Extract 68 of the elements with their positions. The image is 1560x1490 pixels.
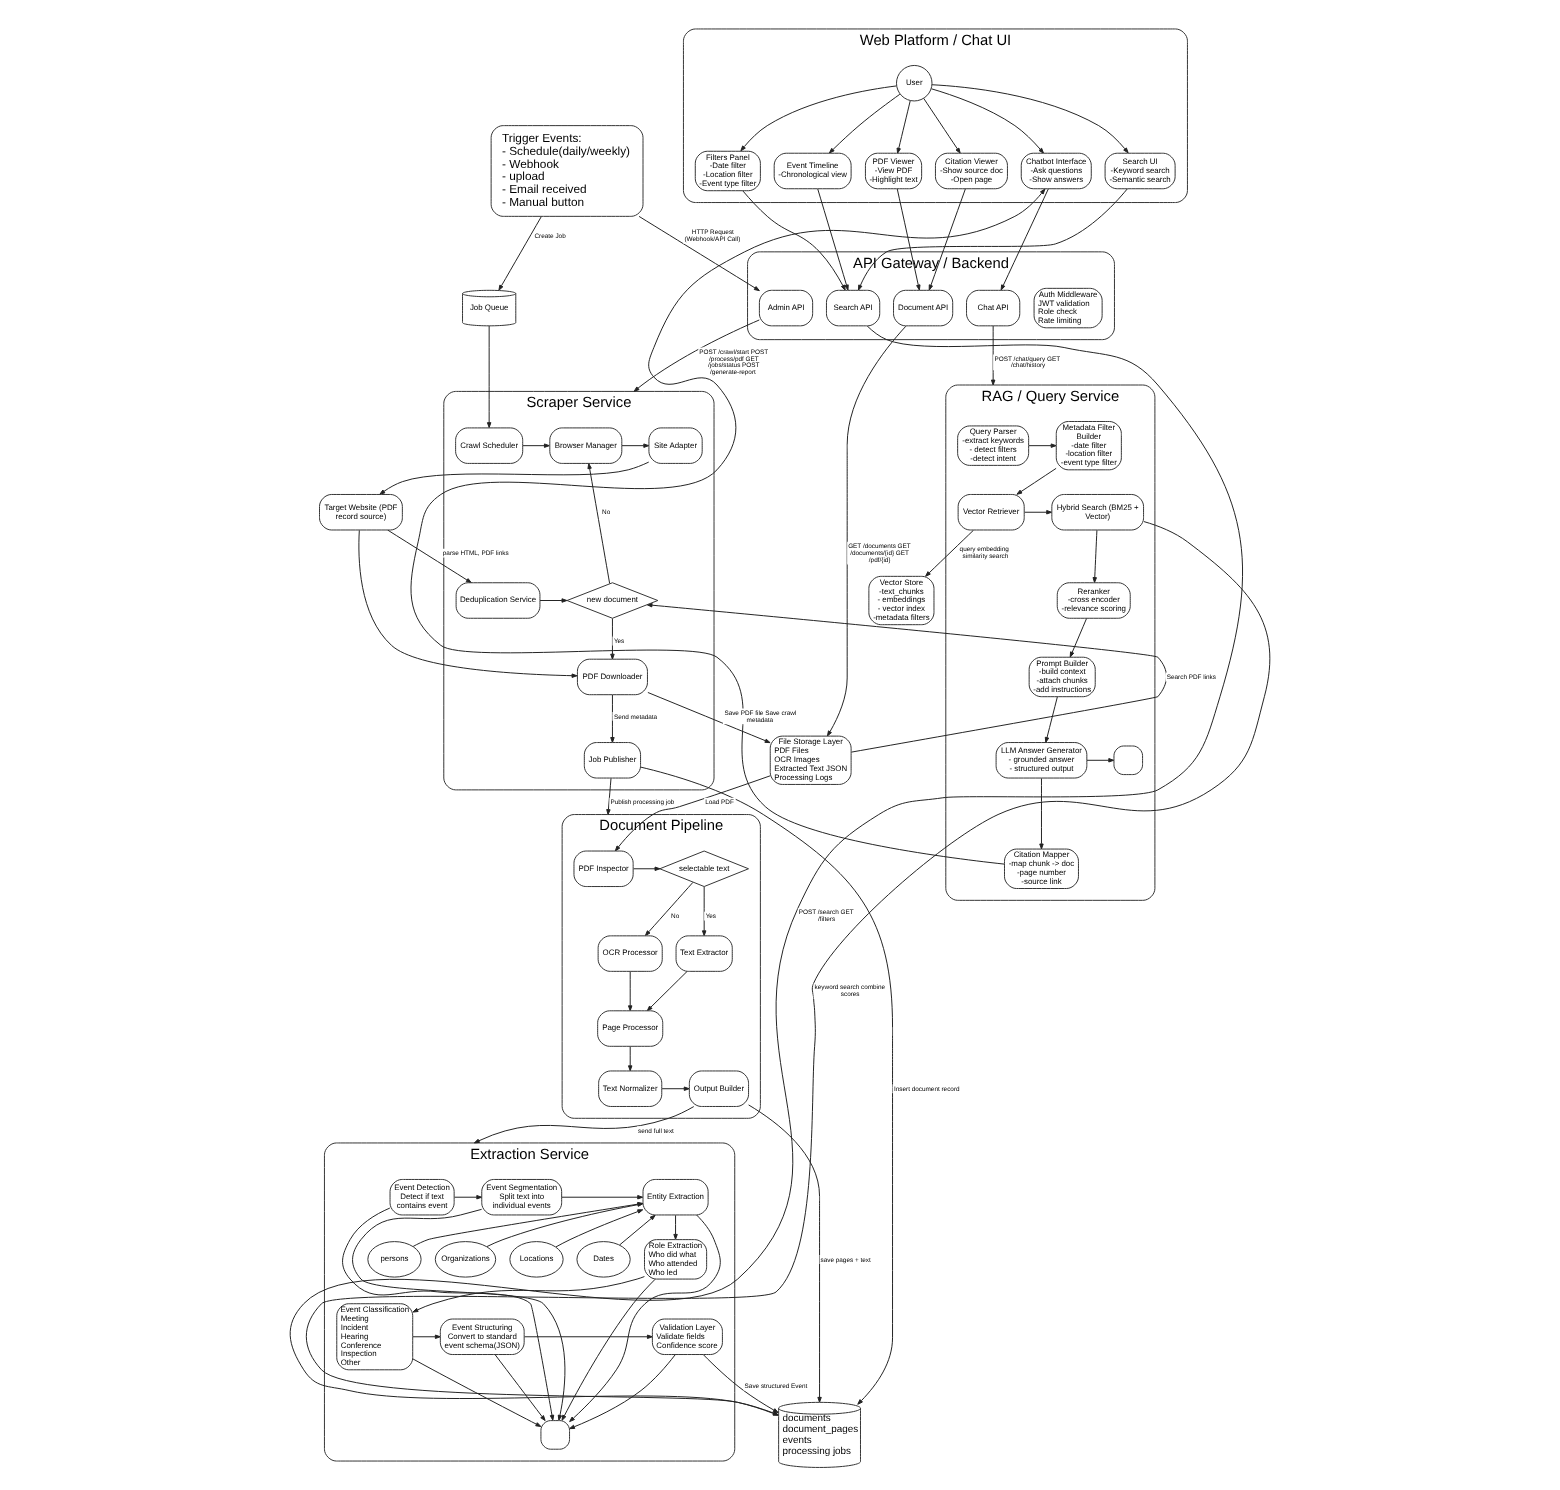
arrow — [523, 1334, 653, 1339]
arrow — [473, 1106, 695, 1144]
node-box — [1113, 745, 1144, 776]
arrow — [379, 461, 650, 495]
arrow — [638, 215, 760, 292]
arrow — [539, 598, 568, 603]
arrow — [644, 881, 694, 937]
arrow — [498, 216, 542, 291]
arrow — [627, 1045, 633, 1072]
arrow — [931, 84, 1129, 154]
arrow — [930, 88, 1044, 154]
arrow — [702, 1354, 779, 1414]
arrow — [673, 1214, 678, 1240]
arrow — [1039, 777, 1044, 850]
arrow — [633, 319, 760, 392]
arrow — [412, 1334, 441, 1339]
arrow — [561, 1278, 656, 1421]
arrow — [486, 1202, 644, 1248]
arrow — [569, 1354, 676, 1430]
arrow — [925, 529, 974, 577]
arrow — [561, 1195, 644, 1200]
node-box — [540, 1420, 571, 1450]
arrow — [610, 694, 615, 743]
arrow — [661, 1086, 690, 1091]
arrow — [1023, 510, 1053, 515]
arrow — [990, 325, 996, 386]
arrow — [632, 866, 661, 871]
arrow — [1044, 696, 1058, 743]
arrow — [857, 188, 1128, 291]
arrow — [896, 100, 911, 154]
arrow — [646, 602, 1167, 753]
arrow — [453, 1195, 483, 1200]
arrow — [1016, 467, 1057, 495]
arrow — [1092, 529, 1098, 583]
arrow — [646, 971, 688, 1012]
arrow — [494, 1354, 546, 1422]
arrow — [748, 1104, 822, 1403]
arrow — [896, 188, 921, 291]
arrow — [817, 188, 849, 291]
arrow — [740, 85, 898, 152]
arrow — [923, 97, 961, 154]
arrow — [826, 325, 907, 737]
arrow — [358, 529, 578, 678]
arrow — [289, 325, 1243, 1416]
arrow — [828, 93, 901, 154]
arrow — [410, 188, 1046, 865]
arrow — [412, 1201, 644, 1247]
arrow — [486, 325, 492, 429]
arrow — [621, 443, 650, 448]
arrow — [305, 521, 1271, 1416]
arrow — [522, 443, 550, 448]
arrow — [1069, 617, 1088, 658]
arrow — [742, 190, 846, 291]
arrow — [1028, 443, 1057, 448]
arrow — [387, 529, 472, 584]
arrow — [928, 188, 966, 291]
arrow — [701, 886, 707, 937]
arrow — [412, 1358, 542, 1427]
arrow — [618, 1214, 656, 1246]
arrow — [606, 777, 612, 816]
arrow — [1000, 188, 1049, 291]
arrow — [412, 1276, 645, 1313]
arrow — [555, 1209, 644, 1248]
arrow — [614, 775, 771, 852]
arrow — [627, 971, 633, 1012]
arrow — [1086, 758, 1115, 763]
arrow — [610, 617, 615, 660]
arrow — [647, 692, 771, 744]
